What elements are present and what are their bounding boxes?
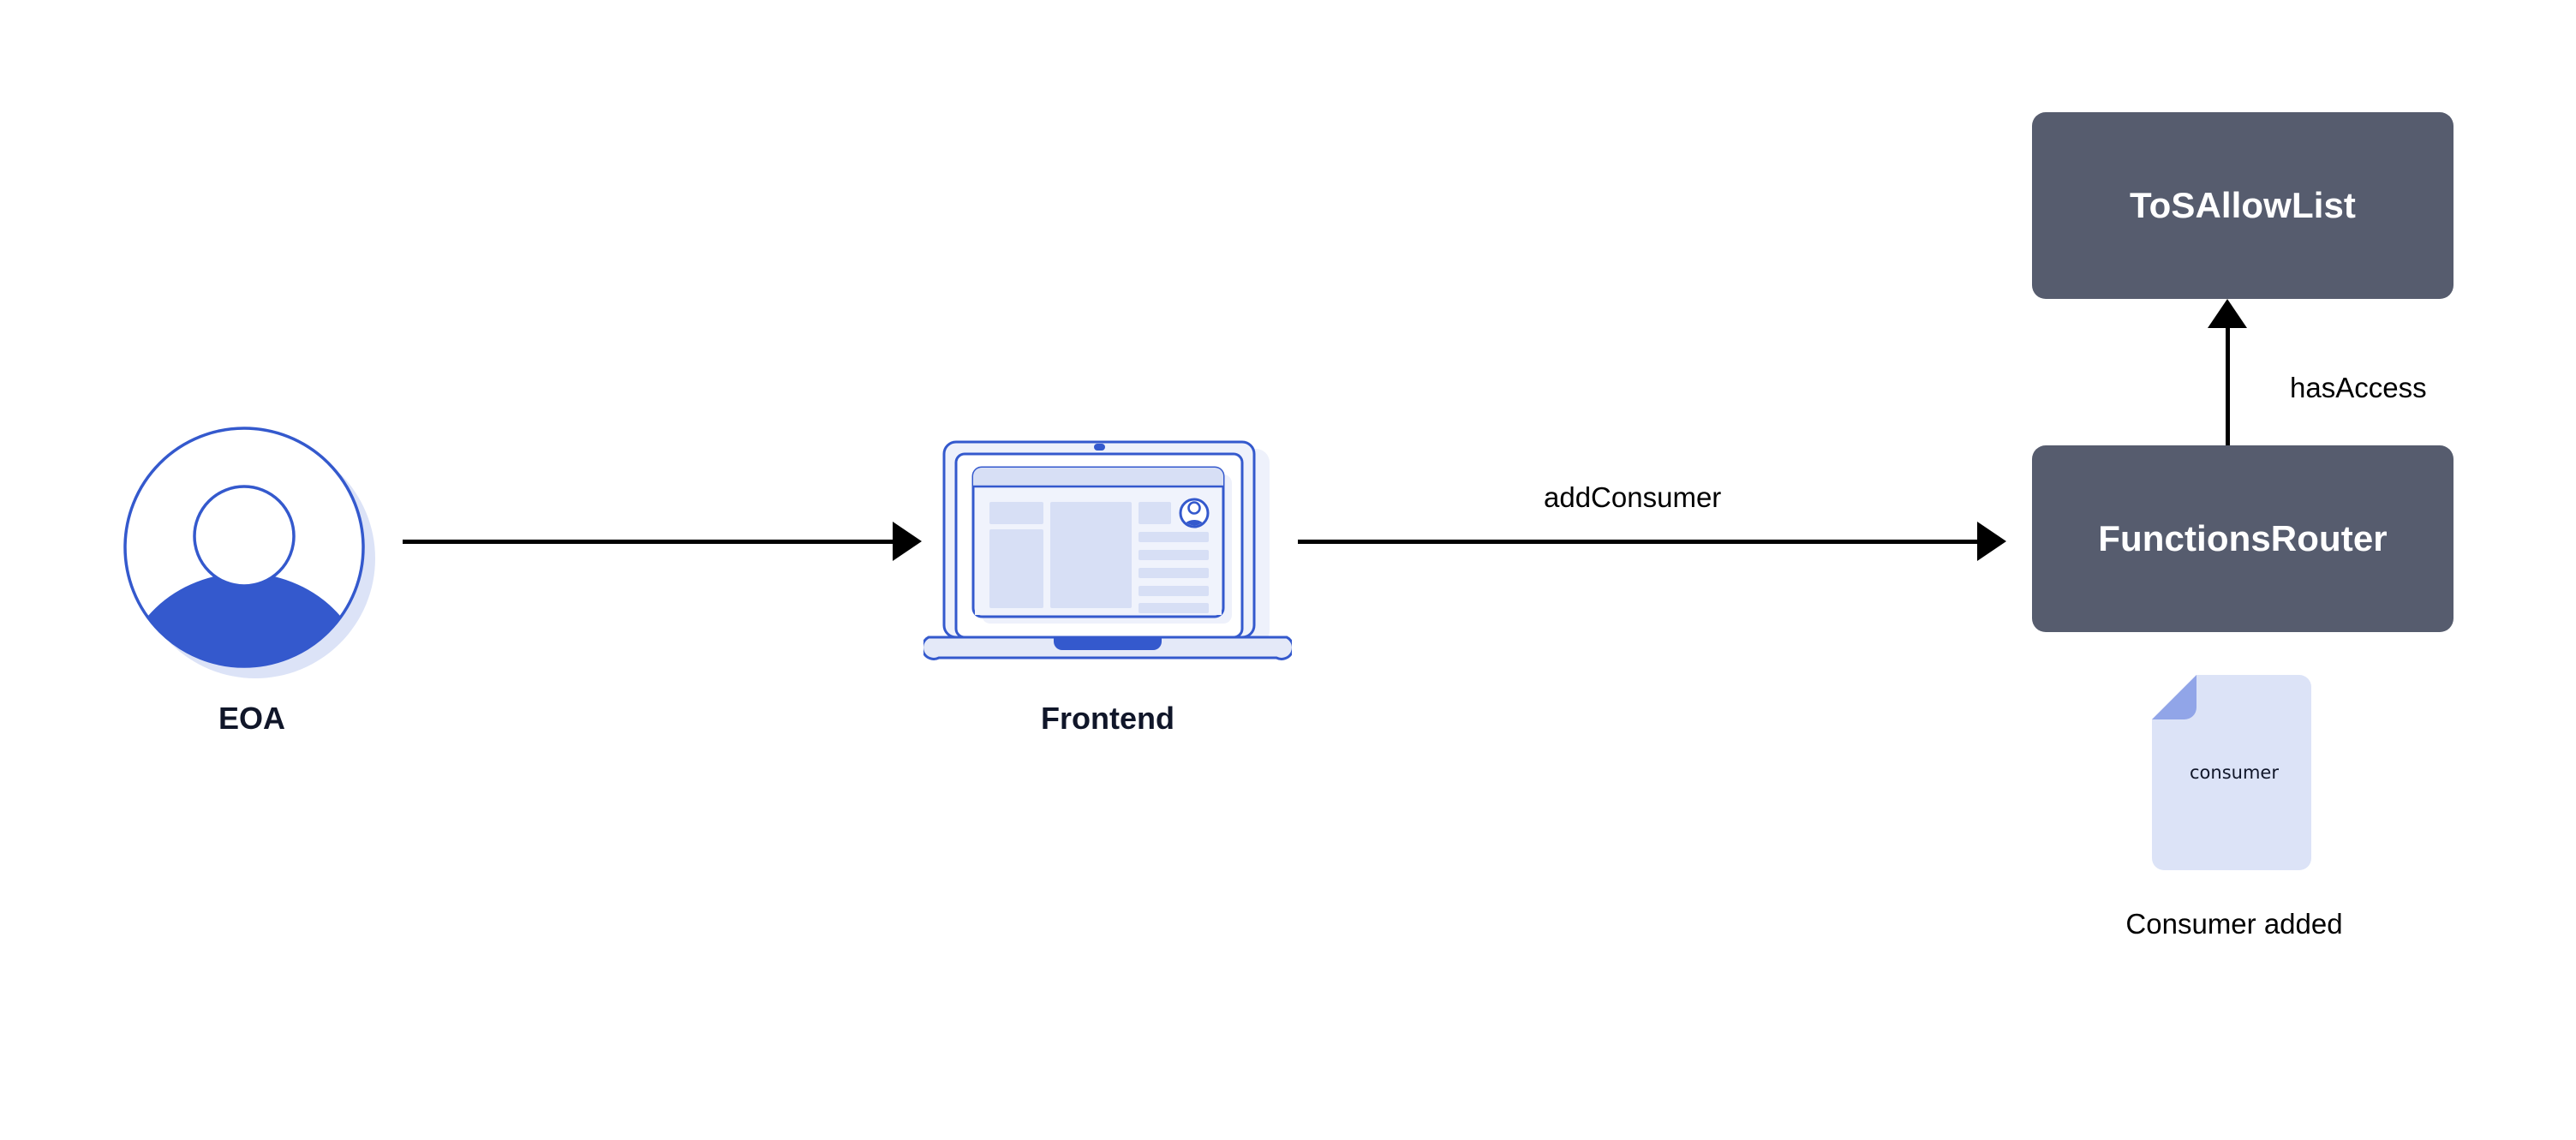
node-functions-router-label: FunctionsRouter bbox=[2098, 518, 2388, 558]
consumer-added-caption: Consumer added bbox=[2125, 908, 2343, 940]
edge-label-has-access: hasAccess bbox=[2290, 372, 2427, 403]
eoa-caption: EOA bbox=[218, 701, 285, 736]
arrow-shaft bbox=[2226, 326, 2230, 445]
node-tos-allowlist-label: ToSAllowList bbox=[2129, 185, 2357, 225]
arrow-shaft bbox=[403, 540, 893, 544]
laptop-icon bbox=[921, 435, 1294, 675]
user-avatar-icon bbox=[123, 427, 380, 683]
node-tos-allowlist[interactable]: ToSAllowList bbox=[2032, 112, 2453, 299]
document-icon: consumer bbox=[2149, 673, 2320, 872]
arrowhead-icon bbox=[1977, 522, 2006, 561]
arrowhead-icon bbox=[2208, 299, 2247, 328]
edge-label-add-consumer: addConsumer bbox=[1544, 481, 1722, 513]
document-filename: consumer bbox=[2190, 762, 2279, 783]
screen-avatar-icon bbox=[1179, 498, 1210, 528]
arrow-shaft bbox=[1298, 540, 1977, 544]
frontend-caption: Frontend bbox=[1041, 701, 1174, 736]
node-functions-router[interactable]: FunctionsRouter bbox=[2032, 445, 2453, 632]
arrowhead-icon bbox=[893, 522, 922, 561]
